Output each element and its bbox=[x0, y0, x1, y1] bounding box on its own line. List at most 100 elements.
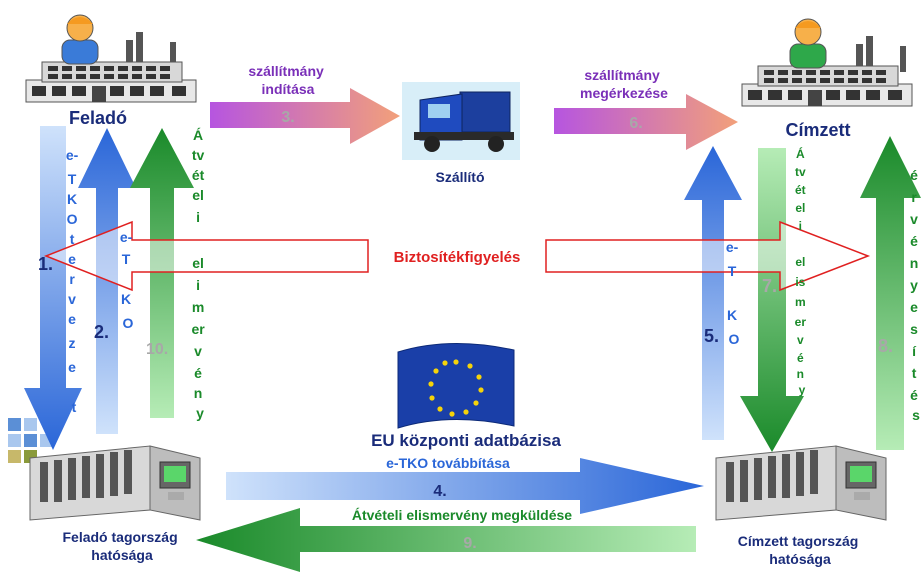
flow-3-line-2: indítása bbox=[262, 81, 315, 97]
guarantee-monitoring-label: Biztosítékfigyelés bbox=[394, 249, 521, 266]
flow-7-number: 7. bbox=[762, 276, 777, 296]
flow-5-number: 5. bbox=[704, 326, 719, 346]
flow-1-char: r bbox=[69, 271, 75, 287]
carrier-label: Szállító bbox=[435, 169, 484, 185]
sender-factory-icon bbox=[25, 14, 197, 103]
flow-7-char: v bbox=[797, 333, 804, 347]
flow-1-char: e bbox=[68, 251, 76, 267]
sender-authority-line-1: Feladó tagország bbox=[62, 529, 177, 545]
flow-10-char: ét bbox=[192, 167, 205, 183]
flow-7-char: é bbox=[797, 351, 804, 365]
flow-8-char: t bbox=[912, 365, 917, 381]
flow-5-vertical-text: e- T K O bbox=[726, 239, 742, 347]
flow-10-char: el bbox=[192, 255, 204, 271]
flow-7-char: ét bbox=[795, 183, 806, 197]
sender-authority-label: Feladó tagország hatósága bbox=[62, 529, 181, 563]
flow-7-char: is bbox=[795, 275, 805, 289]
flow-9-number: 9. bbox=[463, 535, 476, 552]
recipient-authority-label: Címzett tagország hatósága bbox=[738, 533, 862, 567]
flow-arrow-9 bbox=[196, 508, 696, 572]
flow-8-char: é bbox=[910, 387, 918, 403]
flow-10-char: n bbox=[194, 385, 203, 401]
flow-10-vertical-text: Á tv ét el i el i m er v é n y bbox=[191, 127, 208, 421]
truck-icon bbox=[402, 82, 520, 160]
eu-flag-icon bbox=[397, 342, 515, 429]
flow-arrow-6 bbox=[554, 94, 738, 150]
flow-1-char: t bbox=[72, 399, 77, 415]
flow-2-char: e- bbox=[120, 229, 133, 245]
recipient-authority-building-icon bbox=[715, 445, 887, 521]
flow-10-char: m bbox=[192, 299, 204, 315]
flow-7-char: tv bbox=[795, 165, 806, 179]
sender-label: Feladó bbox=[69, 108, 127, 128]
flow-10-char: i bbox=[196, 209, 200, 225]
flow-5-char: T bbox=[728, 263, 737, 279]
flow-1-char: t bbox=[70, 231, 75, 247]
flow-10-char: é bbox=[194, 365, 202, 381]
sender-authority-building-icon bbox=[29, 445, 201, 521]
flow-7-char: el bbox=[795, 201, 805, 215]
flow-7-char: n bbox=[797, 367, 804, 381]
flow-1-char: z bbox=[69, 335, 76, 351]
flow-1-char: e bbox=[68, 359, 76, 375]
flow-8-vertical-text: é r v é n y e s í t é s bbox=[910, 167, 921, 423]
flow-4-number: 4. bbox=[433, 483, 446, 500]
flow-1-char: K bbox=[67, 191, 77, 207]
flow-arrow-4 bbox=[226, 458, 704, 514]
flow-10-char: y bbox=[196, 405, 204, 421]
flow-7-vertical-text: Á tv ét el i el is m er v é n y bbox=[795, 146, 810, 397]
flow-7-char: y bbox=[799, 383, 806, 397]
flow-8-char: y bbox=[910, 277, 918, 293]
database-label: EU központi adatbázisa bbox=[371, 431, 561, 450]
flow-6-line-1: szállítmány bbox=[584, 67, 660, 83]
flow-2-char: O bbox=[123, 315, 134, 331]
flow-10-char: v bbox=[194, 343, 202, 359]
flow-7-char: Á bbox=[796, 146, 805, 161]
flow-8-char: s bbox=[912, 407, 920, 423]
flow-6-line-2: megérkezése bbox=[580, 85, 668, 101]
flow-1-char: e bbox=[68, 311, 76, 327]
flow-6-text: szállítmány megérkezése bbox=[580, 67, 668, 101]
flow-8-char: s bbox=[910, 321, 918, 337]
flow-5-char: e- bbox=[726, 239, 739, 255]
flow-8-char: n bbox=[910, 255, 919, 271]
flow-2-char: T bbox=[122, 251, 131, 267]
flow-arrow-10 bbox=[130, 128, 194, 418]
flow-5-char: K bbox=[727, 307, 737, 323]
flow-2-vertical-text: e- T K O bbox=[120, 229, 136, 331]
flow-7-char: i bbox=[799, 219, 802, 233]
flow-2-number: 2. bbox=[94, 322, 109, 342]
decor-squares bbox=[8, 418, 53, 463]
recipient-authority-line-1: Címzett tagország bbox=[738, 533, 859, 549]
flow-arrow-3 bbox=[210, 88, 400, 144]
flow-7-char: el bbox=[795, 255, 805, 269]
flow-10-number: 10. bbox=[146, 341, 168, 358]
flow-10-char: i bbox=[196, 277, 200, 293]
recipient-label: Címzett bbox=[785, 120, 850, 140]
flow-6-number: 6. bbox=[629, 115, 642, 132]
sender-authority-line-2: hatósága bbox=[91, 547, 153, 563]
flow-arrow-2 bbox=[78, 128, 136, 434]
flow-arrow-7 bbox=[740, 148, 804, 452]
flow-5-char: O bbox=[729, 331, 740, 347]
guarantee-monitoring-arrow bbox=[43, 220, 871, 292]
flow-arrow-8 bbox=[860, 136, 921, 450]
flow-3-number: 3. bbox=[281, 109, 294, 126]
flow-4-text: e-TKO továbbítása bbox=[386, 455, 510, 471]
flow-8-char: í bbox=[912, 343, 917, 359]
flow-10-char: er bbox=[191, 321, 205, 337]
flow-2-char: K bbox=[121, 291, 131, 307]
flow-7-char: m bbox=[795, 295, 806, 309]
flow-10-char: tv bbox=[192, 147, 205, 163]
flow-1-char: T bbox=[68, 171, 77, 187]
flow-3-line-1: szállítmány bbox=[248, 63, 324, 79]
flow-8-char: e bbox=[910, 299, 918, 315]
flow-1-char: O bbox=[67, 211, 78, 227]
flow-1-char: v bbox=[68, 291, 76, 307]
flow-8-char: é bbox=[910, 233, 918, 249]
flow-arrow-1 bbox=[24, 126, 82, 450]
recipient-authority-line-2: hatósága bbox=[769, 551, 831, 567]
flow-8-char: é bbox=[910, 167, 918, 183]
flow-9-text: Átvételi elismervény megküldése bbox=[352, 507, 572, 523]
